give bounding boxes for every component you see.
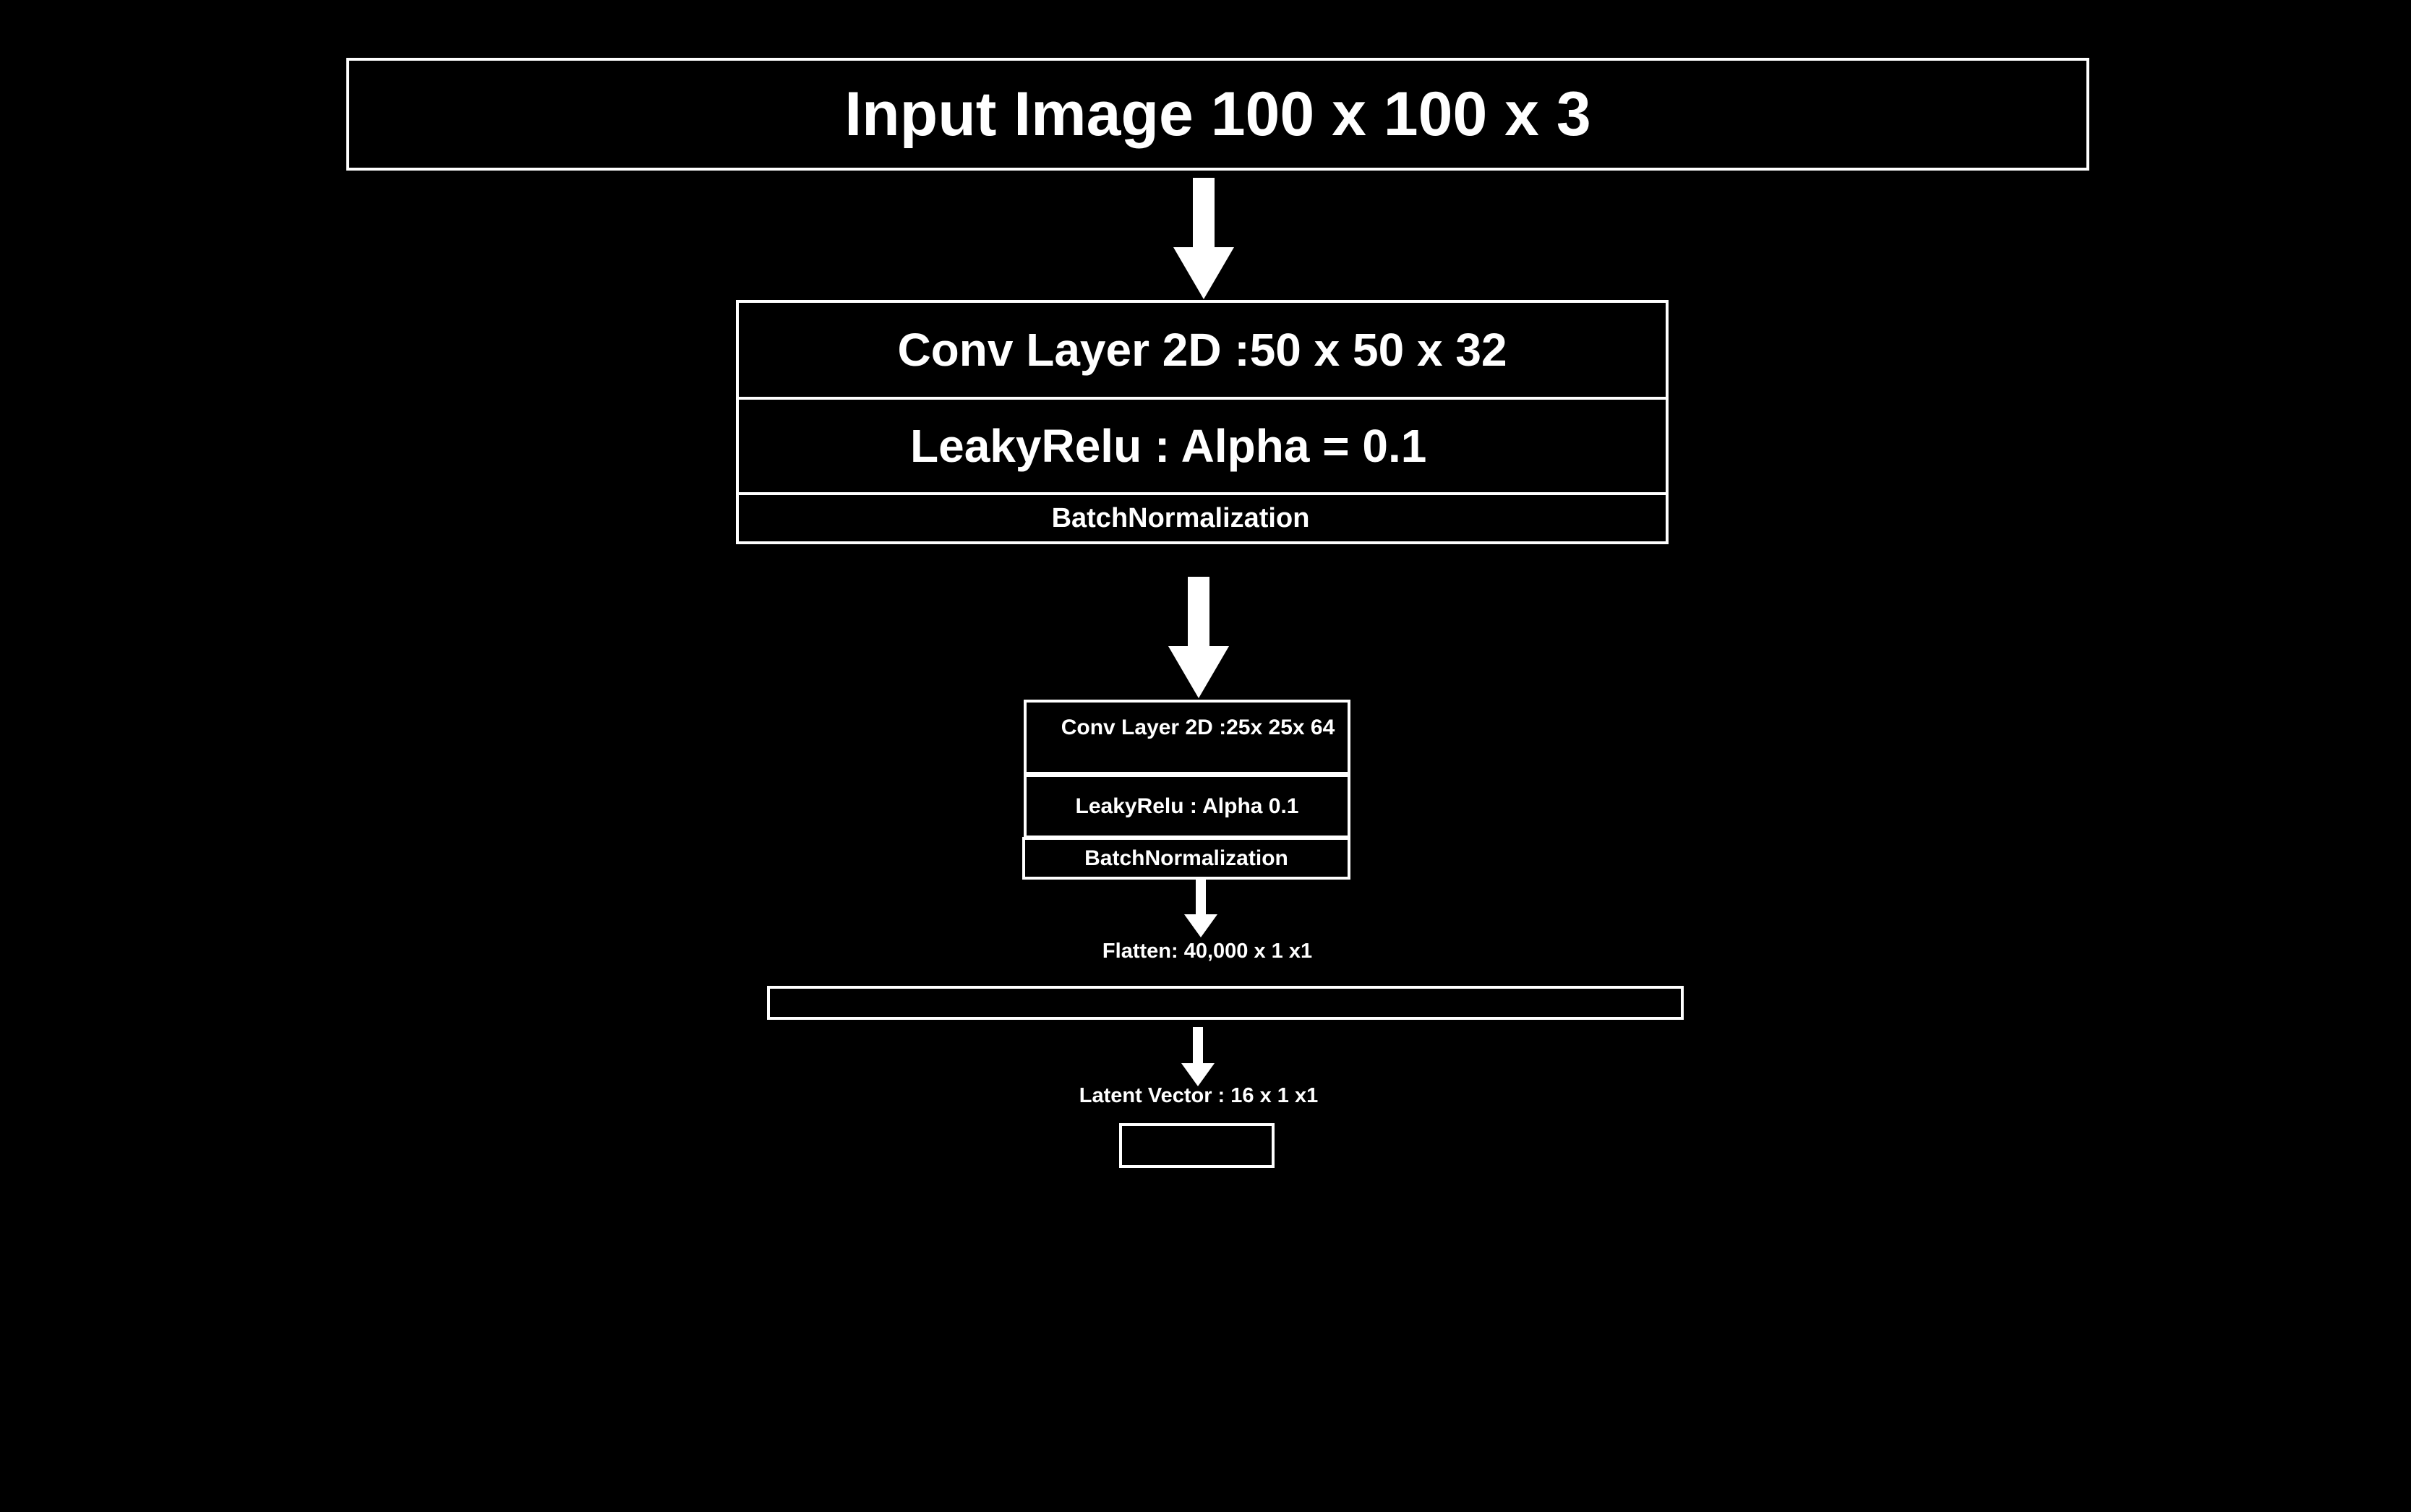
flatten-box (767, 986, 1684, 1020)
arrow-down-icon (1173, 178, 1234, 299)
leakyrelu-2-label: LeakyRelu : Alpha 0.1 (1075, 794, 1299, 818)
batchnorm-2-box: BatchNormalization (1022, 837, 1350, 880)
input-image-label: Input Image 100 x 100 x 3 (844, 79, 1591, 149)
batchnorm-2-label: BatchNormalization (1084, 846, 1288, 870)
latent-vector-label: Latent Vector : 16 x 1 x1 (1079, 1084, 1319, 1107)
conv-layer-2-box: Conv Layer 2D :25x 25x 64 (1024, 700, 1350, 775)
conv-layer-2-label: Conv Layer 2D :25x 25x 64 (1061, 716, 1335, 739)
leakyrelu-2-box: LeakyRelu : Alpha 0.1 (1024, 774, 1350, 838)
latent-vector-box (1119, 1123, 1275, 1168)
batchnorm-1-box: BatchNormalization (736, 492, 1669, 544)
conv-layer-1-label: Conv Layer 2D :50 x 50 x 32 (897, 324, 1507, 376)
flatten-label: Flatten: 40,000 x 1 x1 (1102, 940, 1313, 963)
arrow-down-icon (1184, 880, 1217, 937)
leakyrelu-1-box: LeakyRelu : Alpha = 0.1 (736, 397, 1669, 495)
leakyrelu-1-label: LeakyRelu : Alpha = 0.1 (910, 420, 1427, 472)
conv-layer-1-box: Conv Layer 2D :50 x 50 x 32 (736, 300, 1669, 400)
input-image-box: Input Image 100 x 100 x 3 (346, 58, 2089, 171)
arrow-down-icon (1168, 577, 1229, 698)
arrow-down-icon (1181, 1027, 1215, 1086)
batchnorm-1-label: BatchNormalization (1051, 502, 1310, 533)
